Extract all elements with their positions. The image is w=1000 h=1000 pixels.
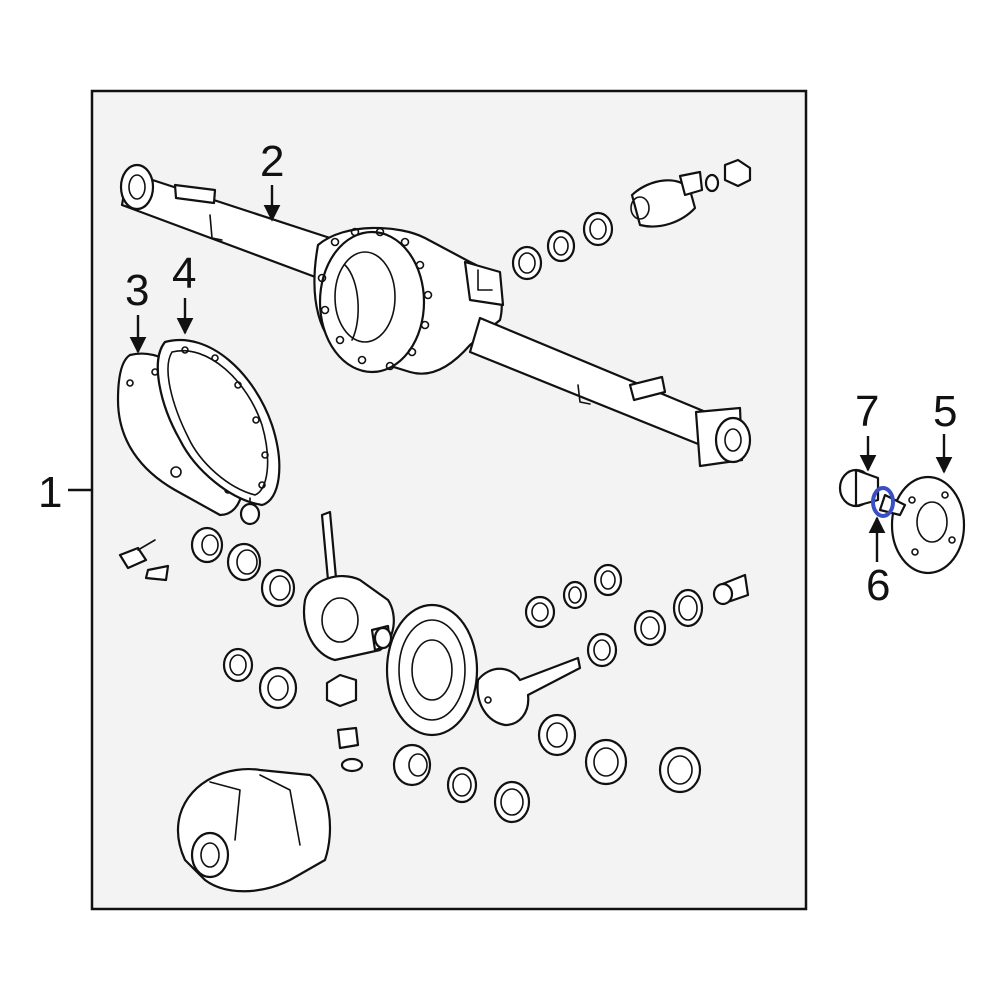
side-bearings-washers[interactable]	[524, 563, 750, 668]
callout-3: 3	[125, 266, 149, 315]
ring-gear[interactable]	[385, 603, 479, 737]
pinion-yoke-parts[interactable]	[511, 158, 752, 281]
seal-ring[interactable]	[871, 486, 895, 518]
axle-flange[interactable]	[878, 475, 966, 575]
carrier-bearings[interactable]	[190, 526, 296, 608]
locking-differential[interactable]	[176, 768, 332, 893]
pilot-bearing[interactable]	[838, 468, 880, 508]
pinion-bearings[interactable]	[537, 713, 702, 794]
cover-bolts	[317, 227, 433, 371]
cover-gasket[interactable]	[156, 339, 281, 507]
callout-7: 7	[855, 387, 879, 436]
axle-housing[interactable]	[119, 163, 752, 468]
spider-gears[interactable]	[222, 647, 364, 773]
callout-2: 2	[260, 137, 284, 186]
callout-6: 6	[866, 561, 890, 610]
callout-1: 1	[38, 468, 62, 517]
cover-fasteners[interactable]	[118, 497, 261, 582]
callout-5: 5	[933, 387, 957, 436]
shims[interactable]	[392, 743, 531, 824]
differential-case[interactable]	[302, 510, 395, 662]
callout-4: 4	[172, 249, 196, 298]
pinion-gear[interactable]	[476, 656, 582, 727]
